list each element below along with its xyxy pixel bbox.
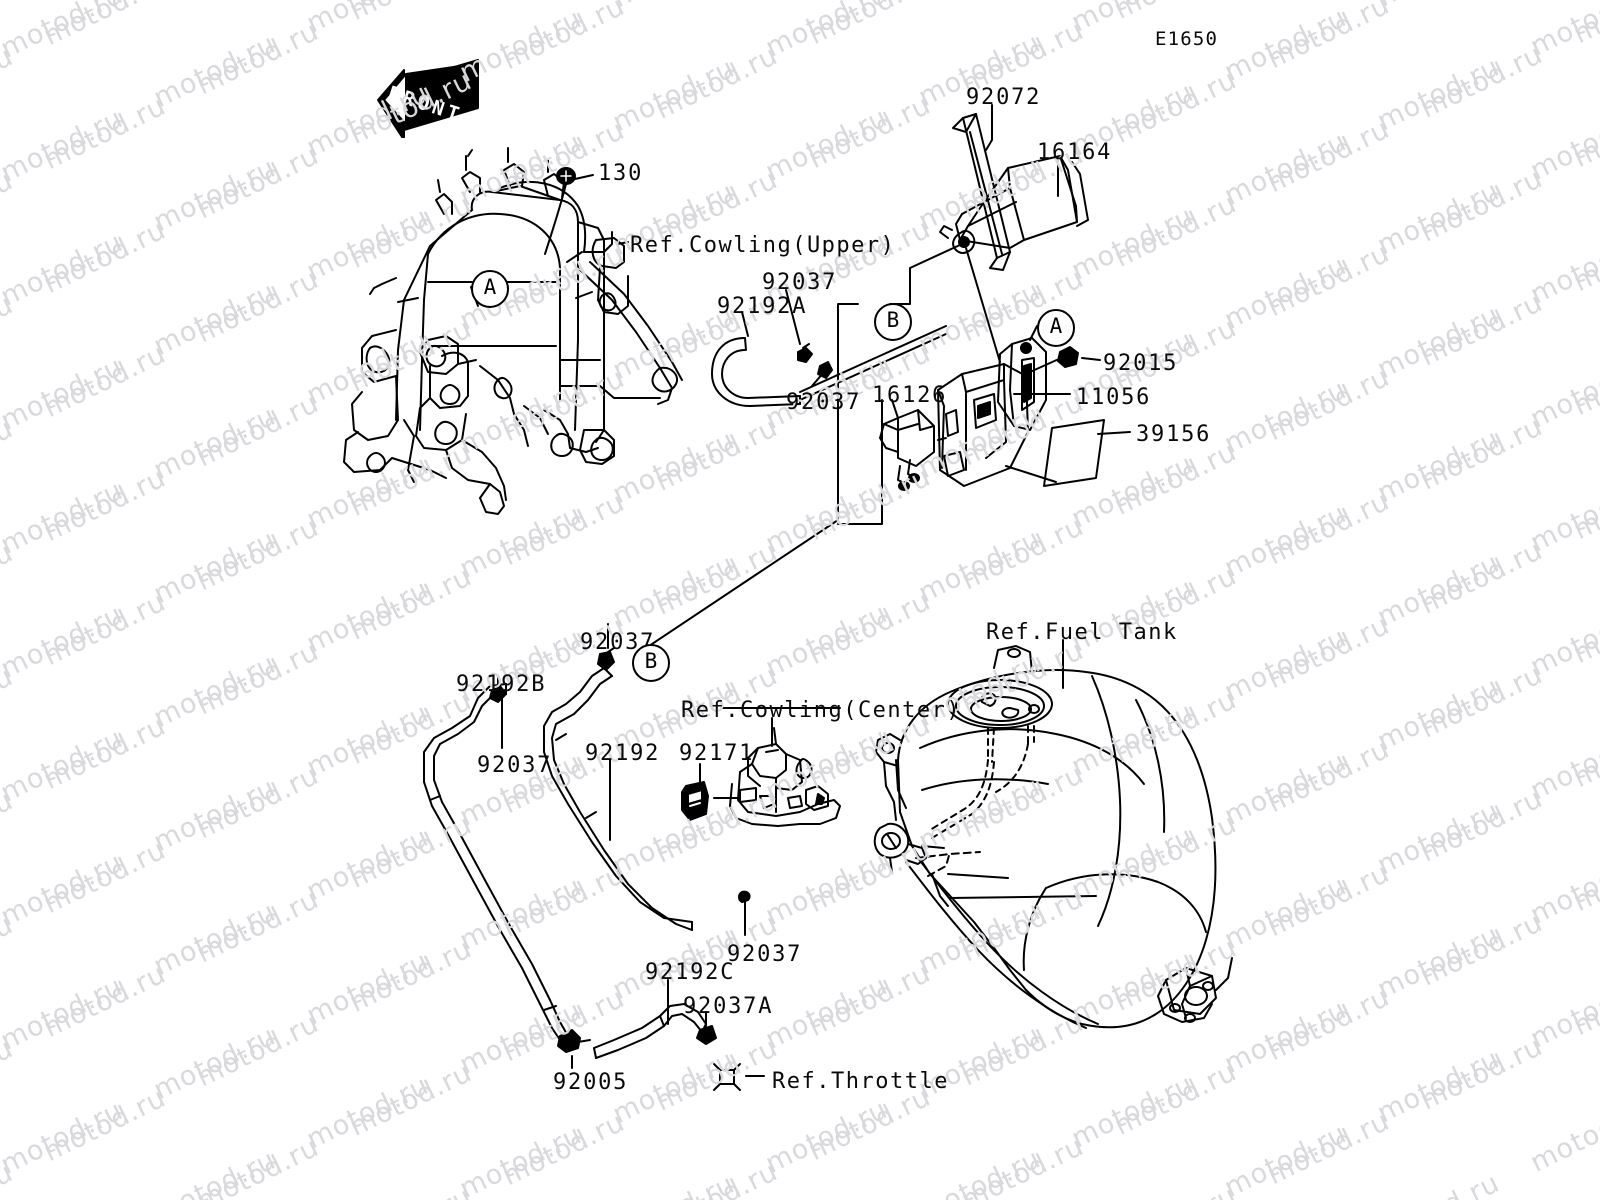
bracket-11056 (937, 337, 1047, 487)
diagram-id: E1650 (1155, 28, 1219, 50)
label-92037-upper-a: 92037 (762, 270, 838, 295)
front-direction-arrow: FRONT (374, 52, 484, 141)
fitting-92005 (557, 1029, 591, 1053)
label-16164: 16164 (1037, 140, 1113, 165)
canister-16164 (939, 155, 1089, 254)
hose-92192b (423, 683, 569, 1041)
frame-assembly (343, 147, 683, 515)
callout-circle-a-frame: A (471, 270, 509, 308)
label-92005: 92005 (553, 1070, 629, 1095)
hose-92192a (711, 325, 947, 407)
label-92037-upper-b: 92037 (786, 390, 862, 415)
label-92192b: 92192B (456, 672, 547, 697)
pad-39156 (1043, 419, 1105, 487)
clamp-92037-92192-top (597, 647, 615, 671)
canister-leaders (639, 104, 1131, 653)
label-39156: 39156 (1136, 422, 1212, 447)
nut-92015 (1057, 346, 1079, 368)
callout-circle-a-bracket: A (1037, 309, 1075, 347)
hose-92192 (543, 667, 693, 931)
fuel-tank (873, 645, 1233, 1029)
callout-circle-b-hose: B (632, 644, 670, 682)
label-92015: 92015 (1103, 351, 1179, 376)
label-ref-fuel-tank: Ref.Fuel Tank (986, 620, 1178, 645)
label-92037-lower: 92037 (727, 942, 803, 967)
clamp-92037a (696, 1025, 717, 1045)
label-ref-cowling-upper: Ref.Cowling(Upper) (630, 233, 896, 258)
label-ref-throttle: Ref.Throttle (772, 1069, 949, 1094)
clamp-92037-a (797, 343, 813, 363)
label-92072: 92072 (966, 85, 1042, 110)
callout-circle-b-canister: B (874, 303, 912, 341)
label-92037-left: 92037 (477, 753, 553, 778)
band-92072 (952, 113, 1011, 271)
cowling-center-bracket (729, 727, 841, 827)
label-92192a: 92192A (717, 294, 808, 319)
throttle-fitting (713, 1063, 741, 1091)
valve-16126 (879, 409, 935, 491)
label-92171: 92171 (679, 741, 755, 766)
label-92192c: 92192C (645, 960, 736, 985)
clamp-92171 (681, 781, 709, 821)
lower-leaders (497, 623, 1064, 1077)
label-130: 130 (598, 161, 644, 186)
label-92192: 92192 (585, 741, 661, 766)
frame-leaders (470, 174, 629, 307)
label-16126: 16126 (872, 383, 948, 408)
label-92037a: 92037A (683, 994, 774, 1019)
label-92037-mid: 92037 (580, 630, 656, 655)
label-11056: 11056 (1076, 385, 1152, 410)
clamp-92037-92192-lower (738, 890, 751, 936)
label-ref-cowling-center: Ref.Cowling(Center) (681, 698, 962, 723)
